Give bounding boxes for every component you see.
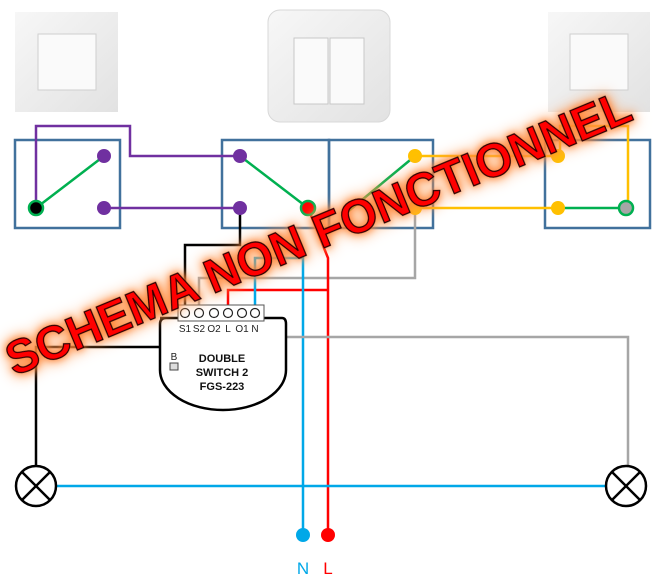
terminal-dots <box>27 149 635 217</box>
terminal-label-s1: S1 <box>179 324 192 335</box>
wire-black-s1 <box>183 208 242 312</box>
wire-blue-n <box>253 256 305 533</box>
live-terminal <box>321 528 335 542</box>
switch-box-left <box>13 138 122 230</box>
module-name-line1: DOUBLE <box>199 353 245 365</box>
switch-photo-center-double <box>267 9 391 123</box>
terminal-label-s2: S2 <box>193 324 206 335</box>
switch-box-center-2 <box>327 138 435 230</box>
contact-center-1 <box>239 155 309 209</box>
lamp-left-icon <box>14 464 58 508</box>
lamps <box>14 464 648 508</box>
neutral-terminal <box>296 528 310 542</box>
module-name-line2: SWITCH 2 <box>196 367 249 379</box>
contact-center-2 <box>344 155 416 215</box>
neutral-label: N <box>297 559 309 578</box>
terminal-label-l: L <box>225 324 231 335</box>
switch-photo-left <box>15 12 118 112</box>
wire-grey-s2 <box>197 208 417 312</box>
wire-purple-top <box>34 124 240 208</box>
switch-photo-right <box>548 12 650 112</box>
terminal-label-o1: O1 <box>235 324 249 335</box>
module-model: FGS-223 <box>200 381 245 393</box>
wire-red-live <box>306 207 330 533</box>
fibaro-module: S1 S2 O2 L O1 N B DOUBLE SWITCH 2 FGS-22… <box>158 304 288 412</box>
button-label: B <box>171 352 178 363</box>
switch-box-right <box>543 138 652 230</box>
terminal-label-n: N <box>251 324 258 335</box>
button-icon <box>169 362 179 371</box>
terminal-label-o2: O2 <box>207 324 221 335</box>
live-label: L <box>323 559 332 578</box>
lamp-right-icon <box>604 464 648 508</box>
contact-left <box>35 155 105 209</box>
wire-yellow-top <box>415 124 630 208</box>
switch-boxes <box>13 138 652 230</box>
